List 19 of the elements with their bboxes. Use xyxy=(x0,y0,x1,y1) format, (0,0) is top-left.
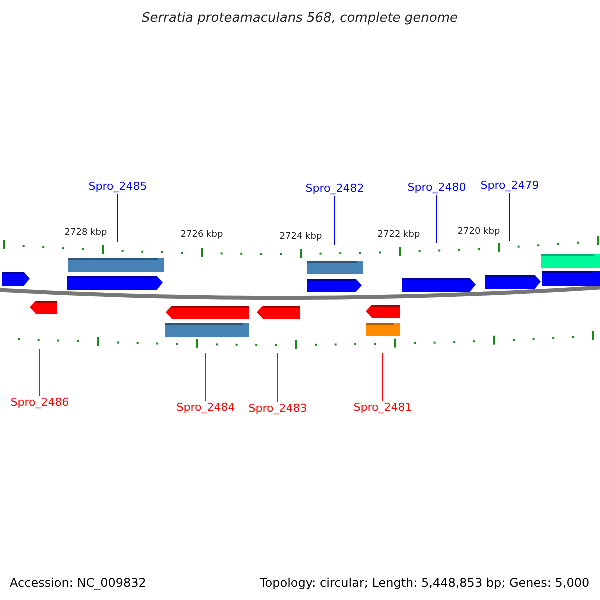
scale-label: 2728 kbp xyxy=(64,227,108,240)
leader-line xyxy=(436,194,438,244)
gene-label: Spro_2482 xyxy=(306,182,364,196)
scale-label: 2724 kbp xyxy=(280,231,322,244)
gene-label: Spro_2481 xyxy=(354,401,412,415)
gene-label: Spro_2483 xyxy=(248,402,308,416)
accession-text: Accession: NC_009832 xyxy=(10,575,146,592)
title: Serratia proteamaculans 568, complete genome xyxy=(142,10,458,28)
genome-info-text: Topology: circular; Length: 5,448,853 bp; Genes: 5,000 xyxy=(260,575,590,592)
gene-label: Spro_2479 xyxy=(480,179,540,193)
leader-line xyxy=(382,352,384,402)
gene-label: Spro_2484 xyxy=(176,401,236,415)
scale-label: 2726 kbp xyxy=(180,229,224,242)
leader-line xyxy=(334,196,336,246)
scale-label: 2722 kbp xyxy=(378,229,420,242)
gene-label: Spro_2485 xyxy=(88,180,148,194)
gene-label: Spro_2480 xyxy=(408,181,466,195)
scale-label: 2720 kbp xyxy=(458,226,500,239)
gene-label: Spro_2486 xyxy=(10,396,70,410)
